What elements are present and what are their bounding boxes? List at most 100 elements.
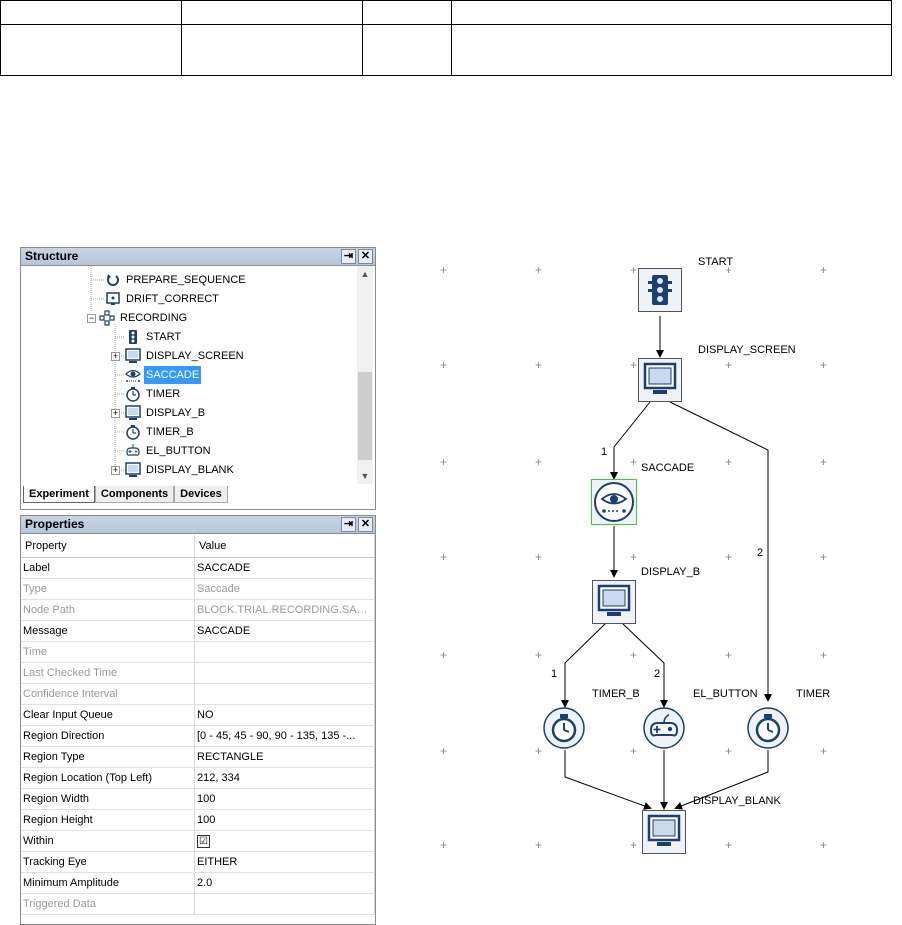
scroll-down-icon[interactable]: ▼ (360, 471, 370, 481)
timer-b-node[interactable] (542, 706, 586, 750)
grid-marker: + (440, 550, 448, 564)
grid-marker: + (535, 358, 543, 372)
monitor-icon (125, 405, 141, 421)
pin-icon[interactable]: ⇥ (341, 249, 356, 264)
pin-icon[interactable]: ⇥ (341, 517, 356, 532)
structure-tree[interactable]: − + + + PREPARE_SEQUENCE DRIFT_CORRECT R… (21, 266, 356, 484)
within-checkbox[interactable]: ☑ (197, 834, 210, 848)
saccade-node[interactable] (591, 479, 637, 525)
tree-item-timer[interactable]: TIMER (125, 385, 182, 403)
property-value[interactable]: 100 (194, 809, 375, 831)
tree-item-timer-b[interactable]: TIMER_B (125, 423, 196, 441)
property-value (194, 662, 375, 684)
property-name: Within (21, 830, 195, 852)
edge-display-b-timer-b (561, 622, 607, 708)
property-value[interactable]: 212, 334 (194, 767, 375, 789)
grid-marker: + (630, 263, 638, 277)
prepare-sequence-icon (105, 272, 121, 288)
tree-item-start[interactable]: START (125, 328, 183, 346)
property-name: Time (21, 641, 195, 663)
flow-edges (561, 316, 772, 810)
monitor-icon (643, 362, 677, 394)
scroll-up-icon[interactable]: ▲ (360, 269, 370, 279)
property-row-within[interactable]: Within☑ (21, 830, 375, 852)
expand-icon[interactable]: + (111, 351, 120, 361)
property-name: Region Location (Top Left) (21, 767, 195, 789)
property-name: Region Type (21, 746, 195, 768)
monitor-icon (647, 814, 681, 846)
property-row-region-direction[interactable]: Region Direction[0 - 45, 45 - 90, 90 - 1… (21, 725, 375, 747)
traffic-light-icon (648, 275, 672, 305)
property-name: Clear Input Queue (21, 704, 195, 726)
tab-experiment[interactable]: Experiment (23, 486, 95, 503)
collapse-icon[interactable]: − (87, 313, 96, 323)
close-icon[interactable]: ✕ (358, 517, 373, 532)
property-value[interactable]: EITHER (194, 851, 375, 873)
saccade-node-label: SACCADE (641, 462, 695, 474)
tree-item-display-screen[interactable]: DISPLAY_SCREEN (125, 347, 246, 365)
property-name: Region Width (21, 788, 195, 810)
grid-marker: + (820, 455, 828, 469)
expand-icon[interactable]: + (111, 465, 120, 475)
edge-timer-display-blank (674, 750, 769, 810)
property-name: Region Direction (21, 725, 195, 747)
grid-marker: + (440, 744, 448, 758)
timer-icon (747, 707, 789, 749)
tree-scrollbar[interactable]: ▲ ▼ (357, 266, 373, 484)
property-value: BLOCK.TRIAL.RECORDING.SAC... (194, 599, 375, 621)
property-row-last-checked-time: Last Checked Time (21, 662, 375, 684)
expand-icon[interactable]: + (111, 408, 120, 418)
start-node[interactable] (638, 268, 682, 312)
display-b-node[interactable] (592, 580, 636, 624)
tree-item-display-blank[interactable]: DISPLAY_BLANK (125, 461, 236, 479)
grid-marker: + (440, 455, 448, 469)
grid-marker: + (535, 648, 543, 662)
property-value[interactable]: 100 (194, 788, 375, 810)
grid-marker: + (820, 648, 828, 662)
grid-marker: + (535, 263, 543, 277)
grid-marker: + (630, 550, 638, 564)
timer-node[interactable] (746, 706, 790, 750)
tree-item-el-button[interactable]: EL_BUTTON (125, 442, 213, 460)
el-button-node[interactable] (642, 706, 686, 750)
tree-item-prepare-sequence[interactable]: PREPARE_SEQUENCE (105, 271, 248, 289)
property-name: Message (21, 620, 195, 642)
timer-icon (543, 707, 585, 749)
property-value[interactable]: SACCADE (194, 620, 375, 642)
property-value[interactable]: RECTANGLE (194, 746, 375, 768)
property-value[interactable]: 2.0 (194, 872, 375, 894)
property-name: Triggered Data (21, 893, 195, 915)
property-row-triggered-data: Triggered Data (21, 893, 375, 915)
display-screen-node[interactable] (638, 358, 682, 402)
tab-components[interactable]: Components (94, 486, 175, 503)
grid-marker: + (725, 648, 733, 662)
display-blank-node[interactable] (642, 810, 686, 854)
property-value[interactable]: [0 - 45, 45 - 90, 90 - 135, 135 -... (194, 725, 375, 747)
properties-panel-title: Properties (25, 517, 85, 531)
tab-devices[interactable]: Devices (174, 486, 228, 503)
edge-label: 1 (601, 446, 608, 458)
grid-marker: + (630, 358, 638, 372)
flow-canvas[interactable]: +++++++++++++++++++++++++++++++++++ 1 2 … (420, 250, 902, 870)
grid-marker: + (820, 263, 828, 277)
scrollbar-thumb[interactable] (358, 372, 372, 460)
close-icon[interactable]: ✕ (358, 249, 373, 264)
grid-marker: + (535, 550, 543, 564)
property-value[interactable]: SACCADE (194, 557, 375, 579)
tree-item-recording[interactable]: RECORDING (99, 309, 189, 327)
property-value[interactable]: NO (194, 704, 375, 726)
property-value[interactable]: ☑ (194, 830, 375, 852)
tree-item-display-b[interactable]: DISPLAY_B (125, 404, 207, 422)
tree-item-drift-correct[interactable]: DRIFT_CORRECT (105, 290, 221, 308)
grid-marker: + (440, 648, 448, 662)
property-row-region-location[interactable]: Region Location (Top Left)212, 334 (21, 767, 375, 789)
tree-item-saccade[interactable]: SACCADE (125, 366, 202, 384)
